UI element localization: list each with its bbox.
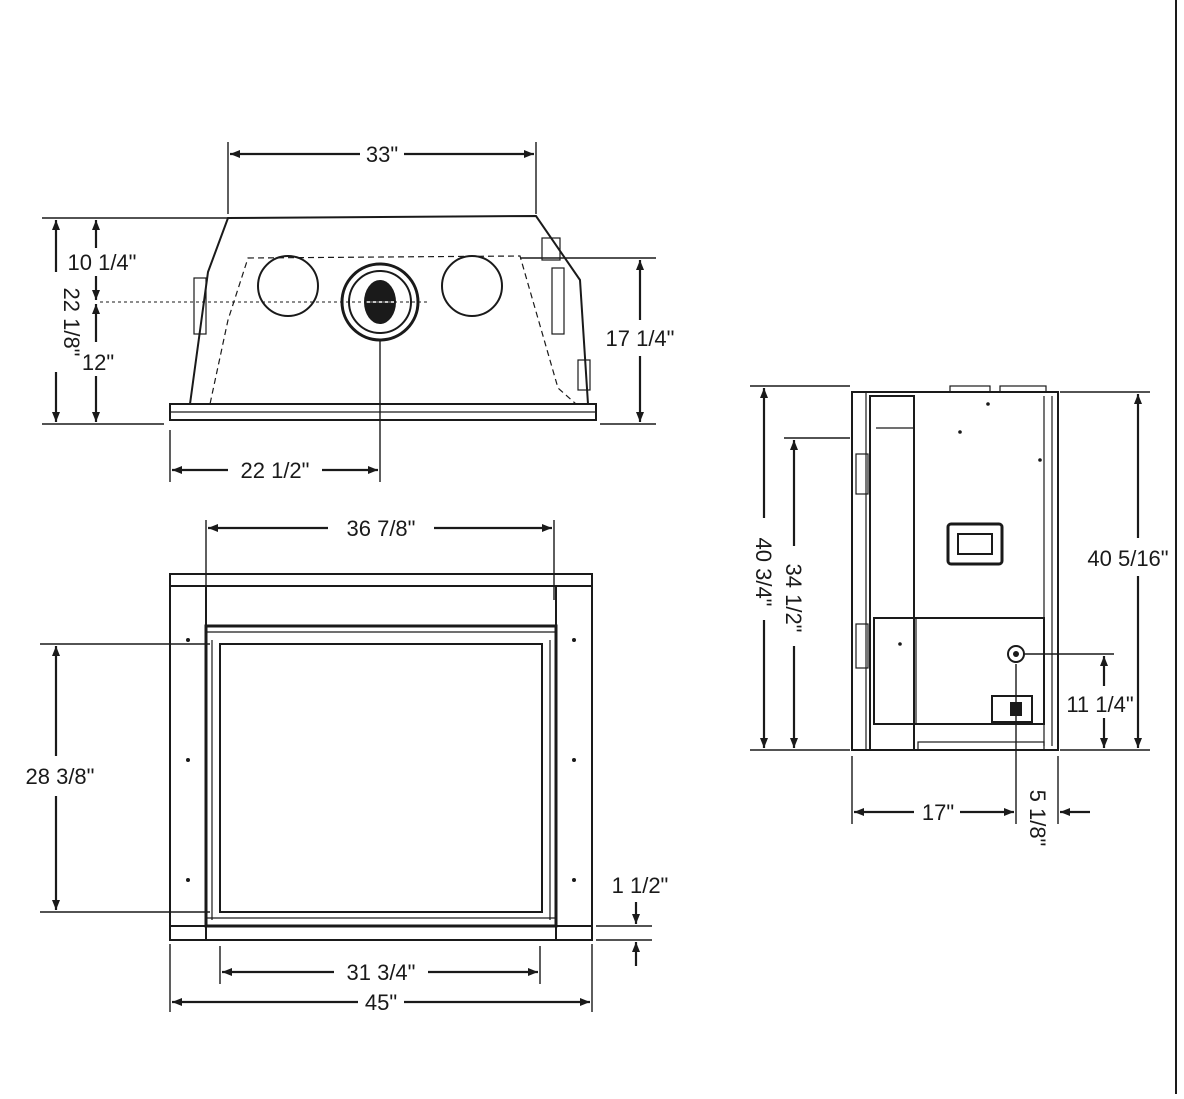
screw xyxy=(186,878,190,882)
screw xyxy=(572,758,576,762)
screw xyxy=(186,638,190,642)
dim-36-7-8-label: 36 7/8" xyxy=(347,516,416,541)
dim-33-label: 33" xyxy=(366,142,398,167)
screw xyxy=(898,642,902,646)
right-box xyxy=(577,359,591,391)
right-bracket-top xyxy=(541,237,561,261)
firebox-opening xyxy=(219,643,543,913)
dim-40-5-16-label: 40 5/16" xyxy=(1087,546,1168,571)
dim-12-label: 12" xyxy=(82,350,114,375)
side-front-panel xyxy=(869,395,915,751)
front-top-cap xyxy=(169,573,593,587)
screw xyxy=(1038,458,1042,462)
firebox-frame xyxy=(204,624,558,928)
dim-22-1-8-label: 22 1/8" xyxy=(59,288,84,357)
side-front-strip xyxy=(851,391,867,751)
side-top-trim-2 xyxy=(999,385,1047,393)
dim-17-label: 17" xyxy=(922,800,954,825)
screw xyxy=(958,430,962,434)
left-bracket xyxy=(193,277,207,335)
front-bottom xyxy=(169,925,593,941)
side-control-box xyxy=(873,617,1045,725)
front-header xyxy=(205,585,557,627)
dim-1-1-2-label: 1 1/2" xyxy=(612,873,669,898)
side-bracket-upper xyxy=(855,453,869,495)
dim-31-3-4-label: 31 3/4" xyxy=(347,960,416,985)
screw xyxy=(986,402,990,406)
screw xyxy=(572,638,576,642)
dim-17-1-4-label: 17 1/4" xyxy=(606,326,675,351)
screw xyxy=(186,758,190,762)
screw xyxy=(572,878,576,882)
dim-28-3-8-label: 28 3/8" xyxy=(26,764,95,789)
side-top-trim xyxy=(949,385,991,393)
side-view: 40 3/4" 34 1/2" 40 5/16" 11 1/4" 17" 5 1… xyxy=(750,385,1169,847)
side-handle-inner xyxy=(957,533,993,555)
gas-inlet-center xyxy=(1013,651,1019,657)
dim-10-1-4-label: 10 1/4" xyxy=(68,250,137,275)
top-view-hidden-outline xyxy=(209,255,578,405)
dim-5-1-8-label: 5 1/8" xyxy=(1025,790,1050,847)
front-view: 36 7/8" 28 3/8" 1 1/2" 31 3/4" 45" xyxy=(26,516,669,1015)
top-view: 33" 22 1/8" 10 1/4" 12" 17 1/4" 22 1/2" xyxy=(42,142,674,483)
side-bracket-lower xyxy=(855,623,869,669)
duct-right-circle xyxy=(441,255,503,317)
dim-34-1-2-label: 34 1/2" xyxy=(781,564,806,633)
side-bottom xyxy=(917,741,1045,751)
dim-22-1-2-label: 22 1/2" xyxy=(241,458,310,483)
duct-left-circle xyxy=(257,255,319,317)
dim-45-label: 45" xyxy=(365,990,397,1015)
side-handle xyxy=(946,522,1004,566)
dim-40-3-4-label: 40 3/4" xyxy=(751,538,776,607)
dim-11-1-4-label: 11 1/4" xyxy=(1066,692,1133,717)
right-bracket xyxy=(551,267,565,335)
side-valve-box xyxy=(991,695,1033,723)
